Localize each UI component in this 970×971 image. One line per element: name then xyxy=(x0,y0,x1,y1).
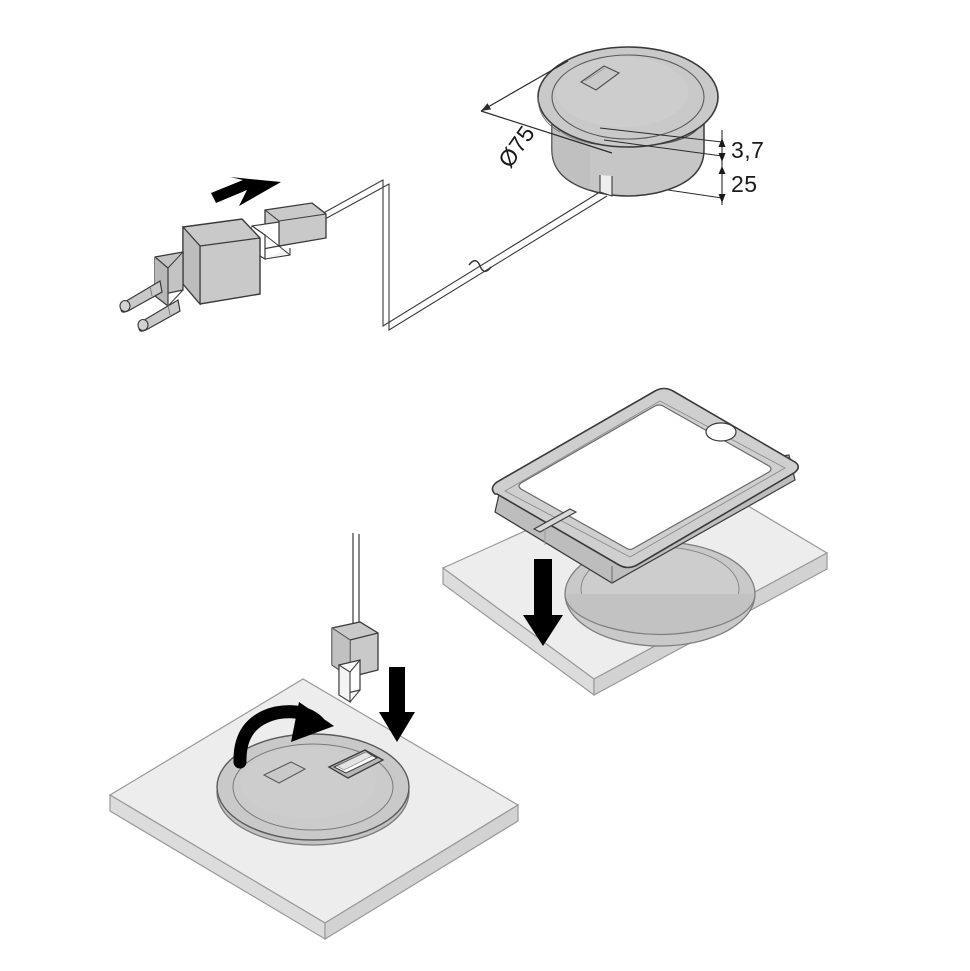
dimension-heights: 3,7 25 xyxy=(599,127,764,205)
arrow-left-icon xyxy=(211,177,281,206)
usb-plug-icon xyxy=(331,533,379,704)
slot-icon xyxy=(532,508,578,533)
scene-installation xyxy=(108,533,520,941)
arrow-curved-icon xyxy=(233,702,334,769)
usb-socket-icon xyxy=(327,749,385,779)
notch-icon xyxy=(262,761,307,784)
smartphone-icon xyxy=(491,387,800,584)
scene-phone-placement xyxy=(441,387,829,697)
power-adapter-icon xyxy=(119,218,261,332)
cable-icon xyxy=(299,175,613,331)
plug-pin xyxy=(119,280,163,313)
scene-top-assembly: Ø75 3,7 25 xyxy=(119,46,764,332)
arrow-down-icon xyxy=(379,667,415,742)
dimension-label-lid-thickness: 3,7 xyxy=(731,137,764,163)
circle-icon xyxy=(705,422,737,442)
grommet-icon xyxy=(537,46,719,197)
arrow-down-icon xyxy=(523,559,563,646)
grommet-icon xyxy=(216,733,410,846)
notch-icon xyxy=(579,65,621,91)
dimension-label-body-depth: 25 xyxy=(731,171,758,197)
plug-pin xyxy=(137,299,181,332)
